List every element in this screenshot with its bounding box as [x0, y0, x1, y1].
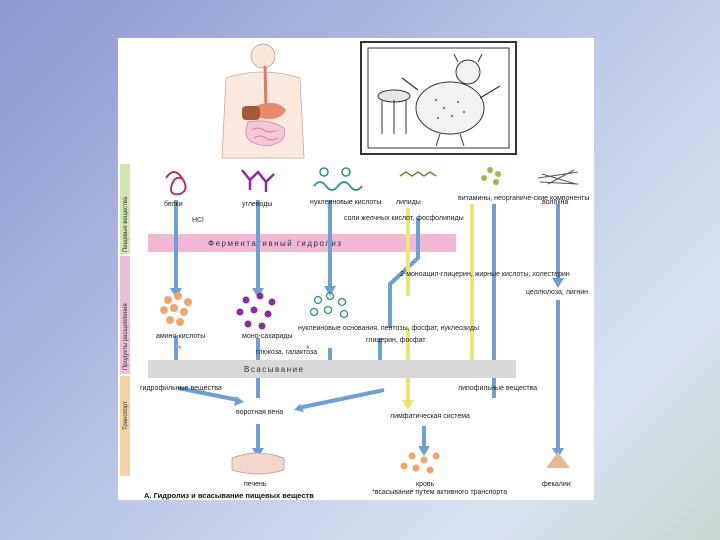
hydrolysis-band-label: Ферментативный гидролиз [208, 239, 343, 248]
label-liver: печень [244, 481, 267, 488]
label-vitamins: витамины, неорганиче-ские компоненты [458, 195, 589, 202]
label-hydrophilic: гидрофильные вещества [140, 385, 222, 392]
label-glucose-galactose: глюкоза, галактоза [256, 349, 317, 356]
label-lymph-system: лимфатическая система [390, 413, 470, 420]
vitamins-icon [481, 167, 501, 185]
label-cellulose: целлюлоза, лигнин [526, 289, 588, 296]
lipid-icon [399, 171, 437, 177]
liver-icon [231, 452, 285, 475]
label-amino-acids: амино-кислоты [156, 333, 205, 340]
protein-icon [165, 171, 187, 196]
label-bile-salts: соли желчных кислот, фосфолипиды [344, 215, 464, 222]
absorption-band-label: Всасывание [244, 365, 304, 374]
label-feces: фекалии [542, 481, 571, 488]
framed-animal-illustration [360, 41, 517, 155]
side-bar-transport [120, 376, 130, 476]
nucleotides-icon [309, 291, 349, 319]
label-lipids: липиды [396, 199, 421, 206]
side-bar-food [120, 164, 130, 254]
footnote: *всасывание путем активного транспорта [372, 489, 507, 496]
feces-icon [546, 452, 570, 468]
label-glycerol: глицерин, фосфат [366, 337, 426, 344]
human-body-illustration [221, 43, 305, 159]
digestion-diagram: Пищевые вещества Продукты расщепления Тр… [120, 41, 589, 500]
label-nucleic-acids: нуклеиновые кислоты [310, 199, 381, 206]
label-lipophilic: липофильные вещества [458, 385, 537, 392]
side-label-transport: Транспорт [123, 401, 129, 430]
label-monoacylglycerol: 2-моноацил-глицерин, жирные кислоты, хол… [400, 271, 570, 278]
lipid-arrows [402, 204, 474, 410]
absorption-band [148, 360, 516, 378]
carbohydrate-icon [241, 169, 275, 192]
hydrolysis-band [148, 234, 456, 252]
label-proteins: белки [164, 200, 183, 208]
star-marker-amino: * [178, 344, 182, 354]
nucleic-acid-icon [313, 167, 363, 191]
fiber-icon [537, 169, 579, 185]
side-label-products: Продукты расщепления [123, 303, 129, 370]
slide-canvas: Пищевые вещества Продукты расщепления Тр… [118, 38, 594, 500]
star-marker-glucose: * [306, 344, 310, 354]
label-carbohydrates: углеводы [242, 201, 272, 208]
monosaccharides-icon [236, 292, 276, 330]
label-hcl: HCl [192, 217, 204, 224]
side-bar-products [120, 256, 130, 374]
label-monosaccharides: моно-сахариды [242, 333, 292, 340]
label-portal-vein: воротная вена [236, 409, 283, 416]
label-fiber: волокна [542, 199, 568, 206]
blood-cells-icon [400, 452, 440, 474]
label-blood: кровь [416, 481, 435, 488]
amino-acids-icon [160, 292, 192, 326]
label-nucleotides: нуклеиновые основания, пентозы, фосфат, … [298, 325, 479, 332]
flow-arrows [170, 200, 564, 458]
side-label-food: Пищевые вещества [123, 196, 129, 252]
figure-caption: А. Гидролиз и всасывание пищевых веществ [144, 491, 314, 500]
